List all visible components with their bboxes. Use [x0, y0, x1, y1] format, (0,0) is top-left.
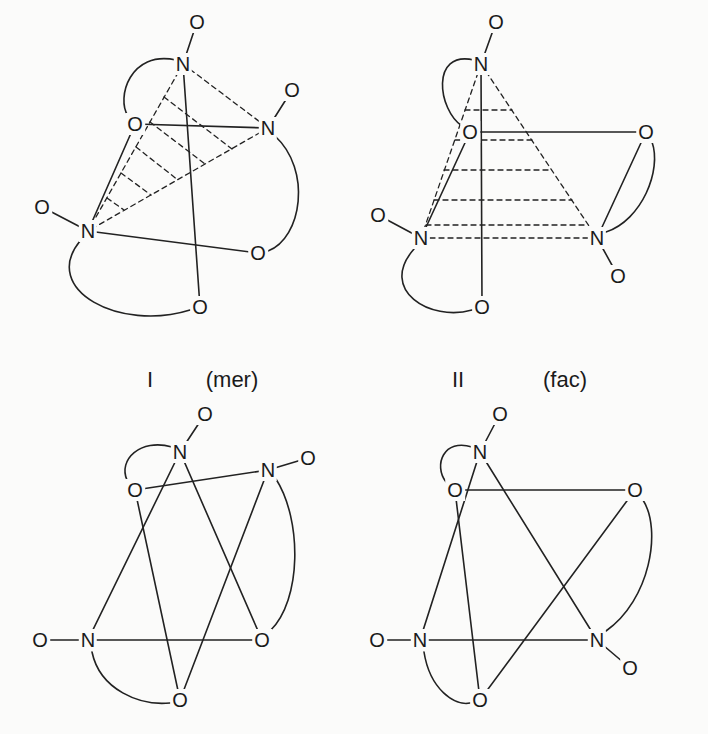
atom-symbol: O [30, 629, 50, 651]
fac-octahedron-line-line [481, 64, 597, 238]
isomer-illustration-line [40, 22, 655, 703]
fac-octahedron-line [442, 59, 474, 126]
atom-symbol: O [248, 242, 268, 264]
mer-top-view-line [88, 452, 262, 640]
fac-octahedron-line-line [421, 64, 481, 238]
atom-symbol: O [298, 447, 318, 469]
atom-symbol: N [174, 53, 192, 75]
isomer-caption: I [145, 368, 155, 392]
isomer-caption: (fac) [541, 368, 589, 392]
mer-octahedron [42, 22, 299, 316]
atom-symbol: N [471, 441, 489, 463]
fac-octahedron-line-line [421, 237, 597, 238]
mer-octahedron-line-line [88, 128, 268, 231]
atom-symbol: N [472, 53, 490, 75]
mer-octahedron-line-line [136, 147, 178, 180]
mer-top-view-line [92, 652, 170, 703]
fac-octahedron-line [421, 132, 470, 238]
fac-top-view-line [441, 445, 472, 482]
mer-octahedron-line [183, 64, 200, 307]
atom-symbol: N [259, 117, 277, 139]
atom-symbol: O [608, 265, 628, 287]
atom-symbol: N [412, 227, 430, 249]
atom-symbol: O [486, 11, 506, 33]
atom-symbol: O [252, 629, 272, 651]
fac-top-view-line [424, 652, 470, 703]
isomer-caption: (mer) [204, 368, 261, 392]
mer-top-view-line [270, 479, 295, 631]
mer-octahedron-line [268, 136, 299, 251]
atom-symbol: N [79, 220, 97, 242]
mer-octahedron-line-line [121, 173, 151, 195]
atom-symbol: O [190, 296, 210, 318]
mer-octahedron-line [88, 124, 135, 231]
atom-symbol: O [368, 204, 388, 226]
atom-symbol: N [588, 227, 606, 249]
mer-top-view-line [135, 470, 268, 700]
atom-symbol: O [620, 657, 640, 679]
fac-octahedron-line-line [426, 224, 588, 225]
mer-octahedron-line-line [183, 64, 268, 128]
mer-octahedron-line [88, 231, 258, 253]
atom-symbol: N [259, 459, 277, 481]
mer-octahedron-line [69, 241, 190, 316]
fac-top-view-line [606, 500, 652, 631]
fac-octahedron-line-line [434, 199, 572, 200]
atom-symbol: N [411, 629, 429, 651]
mer-octahedron-line [124, 59, 176, 116]
atom-symbol: N [171, 441, 189, 463]
fac-octahedron-line [606, 142, 655, 232]
fac-top-view-line [420, 452, 597, 640]
mer-octahedron-line [88, 64, 268, 231]
fac-octahedron-line-line [444, 169, 552, 170]
atom-symbol: O [282, 79, 302, 101]
atom-symbol: O [490, 403, 510, 425]
atom-symbol: N [588, 629, 606, 651]
atom-symbol: O [187, 11, 207, 33]
fac-octahedron-line-line [465, 109, 512, 110]
mer-octahedron-line-line [150, 122, 205, 164]
atom-symbol: O [625, 479, 645, 501]
atom-symbol: O [195, 403, 215, 425]
fac-top-view-line [455, 490, 635, 700]
fac-octahedron-line [402, 249, 472, 313]
atom-symbol: O [460, 121, 480, 143]
atom-symbol: O [125, 479, 145, 501]
atom-symbol: O [32, 196, 52, 218]
fac-octahedron-line [597, 132, 646, 238]
atom-symbol: O [445, 479, 465, 501]
mer-octahedron-line-line [107, 198, 124, 210]
fac-octahedron-line [481, 64, 482, 307]
isomer-caption: II [450, 368, 466, 392]
atom-symbol: O [125, 113, 145, 135]
mer-octahedron-line-line [88, 64, 183, 231]
atom-symbol: O [170, 689, 190, 711]
mer-top-view-line [125, 445, 172, 480]
fac-octahedron-line [470, 131, 646, 133]
mer-top-view [40, 414, 308, 703]
atom-symbol: O [472, 296, 492, 318]
atom-symbol: O [367, 629, 387, 651]
atom-symbol: O [636, 121, 656, 143]
fac-top-view [377, 414, 652, 703]
atom-symbol: O [470, 689, 490, 711]
fac-octahedron-line [421, 64, 597, 238]
fac-octahedron [378, 22, 655, 313]
atom-symbol: N [79, 629, 97, 651]
